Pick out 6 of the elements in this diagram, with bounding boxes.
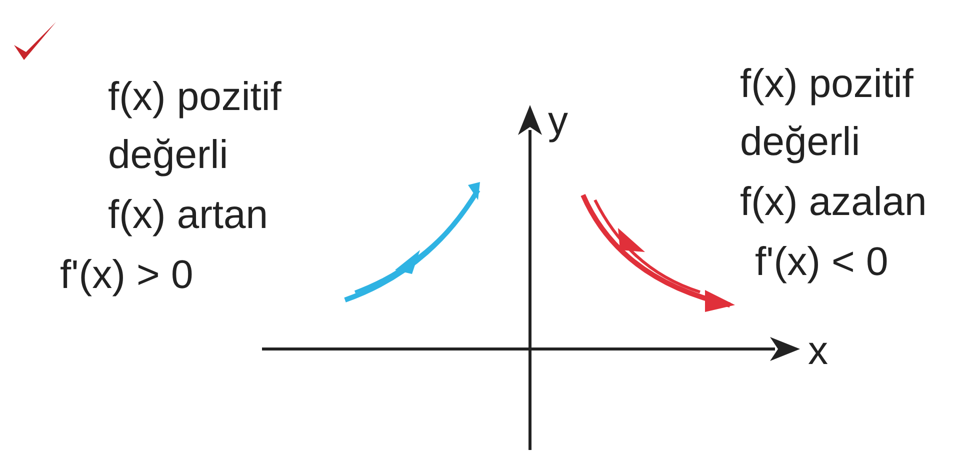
axis-label: x [808, 328, 828, 375]
property-text: f(x) azalan [740, 179, 927, 226]
derivative-text: f'(x) < 0 [755, 239, 888, 286]
property-text: f(x) artan [108, 192, 268, 239]
derivative-text: f'(x) > 0 [60, 252, 194, 299]
axis-label: y [548, 98, 568, 145]
